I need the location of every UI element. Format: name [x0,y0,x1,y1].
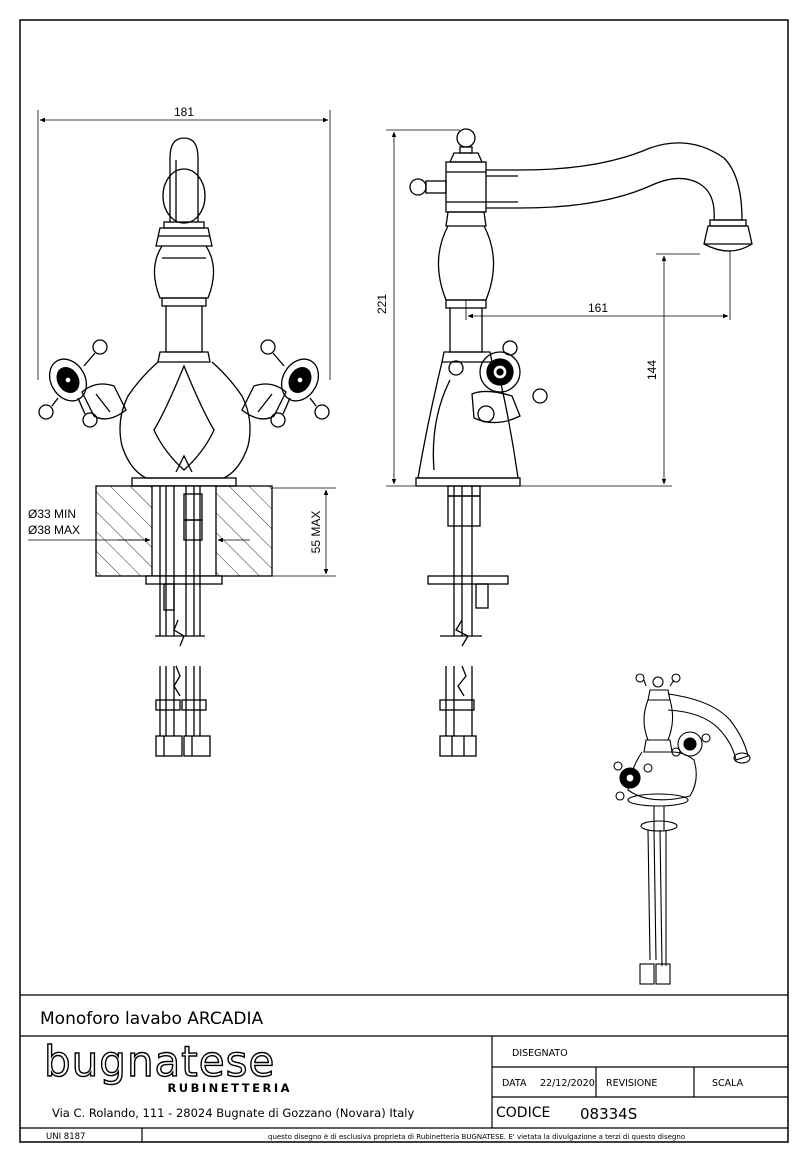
data-label: DATA [502,1078,527,1089]
dim-hole-min: Ø33 MIN [28,507,76,521]
codice-label: CODICE [496,1105,550,1121]
date-value: 22/12/2020 [540,1078,595,1089]
side-dimensions [386,129,731,487]
disegnato-label: DISEGNATO [512,1048,568,1059]
front-view [38,137,330,757]
dim-deck-max: 55 MAX [309,511,323,554]
company-address: Via C. Rolando, 111 - 28024 Bugnate di G… [52,1106,414,1120]
dim-spout-reach: 161 [588,301,608,315]
title-block [20,994,788,1142]
dim-height-total: 221 [375,294,389,314]
scala-label: SCALA [712,1078,744,1089]
revisione-label: REVISIONE [606,1078,657,1089]
disclaimer: questo disegno è di esclusiva proprieta … [268,1133,685,1141]
codice-value: 08334S [580,1105,637,1123]
sheet-border [19,19,789,1143]
side-view [409,128,753,757]
dim-spout-height: 144 [645,360,659,380]
brand-logo: bugnatese [44,1037,275,1086]
front-dimensions [28,110,336,577]
dim-front-width: 181 [174,105,194,119]
isometric-view [613,673,751,985]
dim-hole-max: Ø38 MAX [28,523,80,537]
product-title: Monoforo lavabo ARCADIA [40,1009,263,1029]
brand-subtitle: RUBINETTERIA [167,1081,292,1095]
uni-label: UNI 8187 [46,1132,85,1142]
